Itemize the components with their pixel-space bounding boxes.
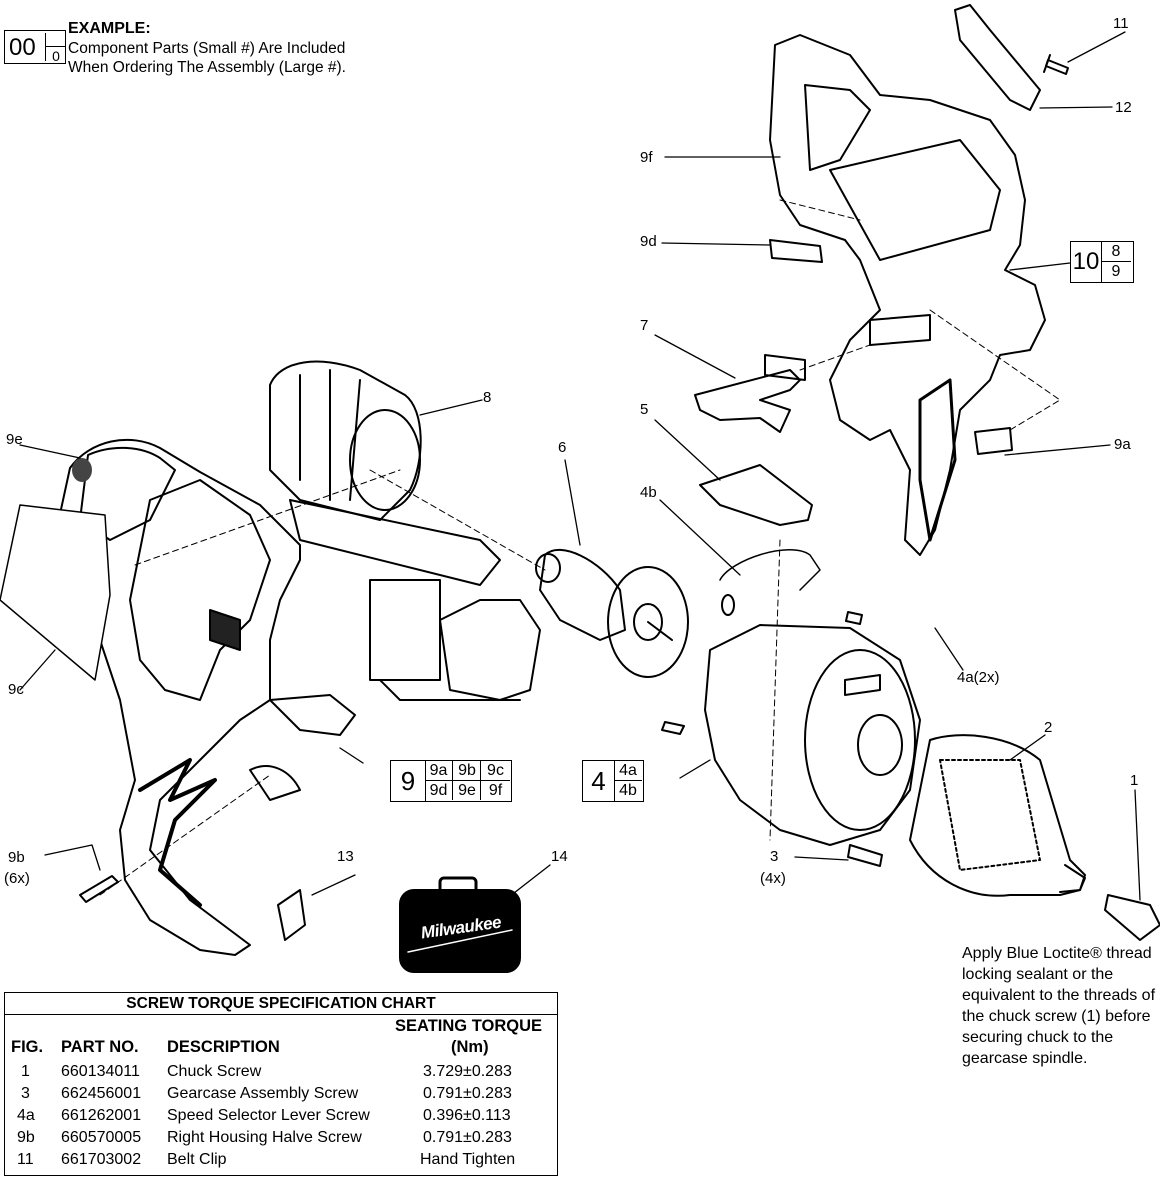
- callout-9a: 9a: [1114, 436, 1131, 453]
- assembly-10-part-1: 8: [1101, 242, 1131, 262]
- row-part-no: 660134011: [61, 1063, 140, 1080]
- row-fig: 3: [21, 1085, 30, 1102]
- left-housing-half: [49, 438, 356, 956]
- header-torque-unit: (Nm): [451, 1038, 489, 1056]
- assembly-4-part-2: 4b: [619, 781, 637, 799]
- assembly-9-number: 9: [391, 761, 426, 801]
- housing-screw: [79, 875, 119, 903]
- row-fig: 11: [17, 1151, 34, 1168]
- callout-4b: 4b: [640, 484, 657, 501]
- row-torque: 3.729±0.283: [423, 1063, 512, 1080]
- bracket: [277, 889, 306, 941]
- header-description: DESCRIPTION: [167, 1038, 280, 1056]
- selector-lever-screws: [661, 611, 863, 735]
- example-component-cell: 0: [45, 33, 66, 64]
- torque-chart-title: SCREW TORQUE SPECIFICATION CHART: [5, 993, 557, 1015]
- callout-4a: 4a(2x): [957, 669, 1000, 686]
- assembly-guide-lines: [99, 199, 1061, 896]
- callout-7: 7: [640, 317, 649, 334]
- right-housing-half: [769, 34, 1046, 556]
- row-fig: 1: [21, 1063, 30, 1080]
- example-assembly-number: 00: [9, 34, 36, 61]
- row-fig: 9b: [17, 1129, 35, 1146]
- callout-8: 8: [483, 389, 492, 406]
- example-line-1: Component Parts (Small #) Are Included: [68, 40, 346, 57]
- row-part-no: 661703002: [61, 1151, 142, 1168]
- callout-3-quantity: (4x): [760, 870, 786, 887]
- assembly-4-part-1: 4a: [614, 761, 642, 781]
- example-component-number: 0: [46, 46, 66, 64]
- example-title: EXAMPLE:: [68, 20, 151, 37]
- callout-5: 5: [640, 401, 649, 418]
- assembly-9-part-6: 9f: [480, 781, 510, 800]
- gearcase-screw: [847, 844, 883, 867]
- row-part-no: 662456001: [61, 1085, 142, 1102]
- row-torque: Hand Tighten: [420, 1151, 516, 1168]
- assembly-9-part-2: 9b: [452, 761, 481, 781]
- row-part-no: 661262001: [61, 1107, 142, 1124]
- chuck-screw: [1104, 894, 1160, 941]
- housing-label-sheet: [0, 504, 111, 681]
- row-description: Speed Selector Lever Screw: [167, 1107, 370, 1124]
- loctite-note: Apply Blue Loctite® thread locking seala…: [962, 945, 1156, 1067]
- callout-3: 3: [770, 848, 779, 865]
- callout-11: 11: [1113, 15, 1129, 32]
- row-torque: 0.791±0.283: [423, 1085, 512, 1102]
- callout-13: 13: [337, 848, 354, 865]
- belt-clip-screw: [1043, 54, 1069, 75]
- header-seating-torque: SEATING TORQUE: [395, 1017, 542, 1035]
- callout-9e: 9e: [6, 431, 23, 448]
- header-fig: FIG.: [11, 1038, 44, 1056]
- callout-9f: 9f: [640, 149, 653, 166]
- belt-clip: [954, 4, 1041, 111]
- assembly-box-9: 9 9a 9b 9c 9d 9e 9f: [390, 760, 512, 802]
- speed-selector: [699, 464, 813, 526]
- assembly-9-part-4: 9d: [429, 781, 448, 799]
- callout-9d: 9d: [640, 233, 657, 250]
- assembly-9-part-1: 9a: [425, 761, 452, 781]
- assembly-box-4: 4 4a 4b: [582, 760, 644, 802]
- stator-electronics-assembly: [269, 360, 541, 701]
- callout-14: 14: [551, 848, 568, 865]
- assembly-9-part-3: 9c: [480, 761, 510, 781]
- row-torque: 0.791±0.283: [423, 1129, 512, 1146]
- gearcase: [704, 549, 921, 846]
- row-description: Chuck Screw: [167, 1063, 262, 1080]
- direction-lever: [694, 354, 806, 433]
- row-fig: 4a: [17, 1107, 35, 1124]
- assembly-box-10: 10 8 9: [1070, 241, 1134, 283]
- callout-12: 12: [1115, 99, 1132, 116]
- callout-6: 6: [558, 439, 567, 456]
- assembly-10-part-2: 9: [1111, 262, 1121, 280]
- callout-2: 2: [1044, 719, 1053, 736]
- row-description: Belt Clip: [167, 1151, 227, 1168]
- lamp-part: [974, 427, 1013, 455]
- callout-leader-lines: [19, 31, 1141, 901]
- chuck: [909, 734, 1086, 897]
- callout-1: 1: [1130, 772, 1139, 789]
- callout-9b: 9b: [8, 849, 25, 866]
- example-assembly-box: 00 0: [4, 30, 66, 64]
- header-part-no: PART NO.: [61, 1038, 139, 1056]
- example-line-2: When Ordering The Assembly (Large #).: [68, 59, 346, 76]
- row-torque: 0.396±0.113: [423, 1107, 511, 1124]
- assembly-9-part-5: 9e: [452, 781, 481, 800]
- switch-contact-part: [769, 239, 823, 263]
- screw-torque-chart: SCREW TORQUE SPECIFICATION CHART FIG. PA…: [4, 992, 558, 1176]
- rotor: [535, 549, 689, 678]
- row-part-no: 660570005: [61, 1129, 142, 1146]
- assembly-10-number: 10: [1071, 242, 1102, 282]
- assembly-4-number: 4: [583, 761, 615, 801]
- callout-9b-quantity: (6x): [4, 870, 30, 887]
- callout-9c: 9c: [8, 681, 24, 698]
- carrying-case: [399, 876, 521, 973]
- row-description: Right Housing Halve Screw: [167, 1129, 362, 1146]
- row-description: Gearcase Assembly Screw: [167, 1085, 359, 1102]
